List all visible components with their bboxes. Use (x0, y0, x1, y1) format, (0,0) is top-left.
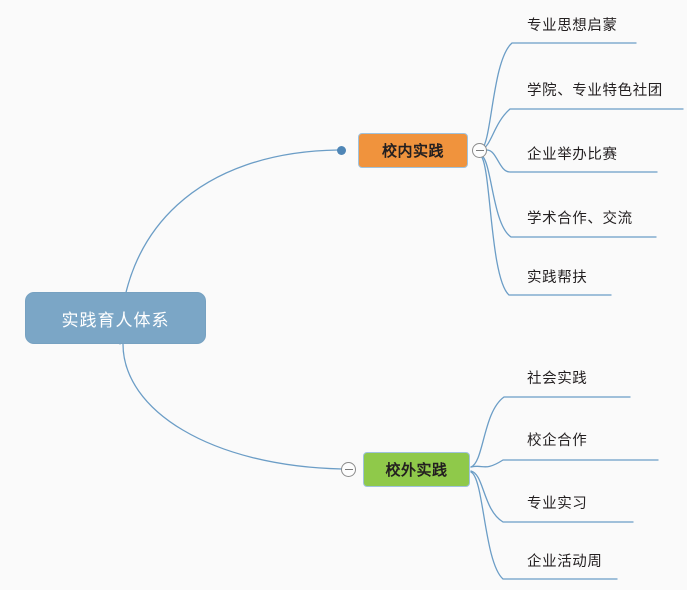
leaf-label-on-campus-2[interactable]: 企业举办比赛 (527, 147, 618, 163)
edge-off-campus-child-1 (470, 459, 659, 468)
topic-node-off-campus[interactable]: 校外实践 (363, 452, 470, 487)
root-node-label: 实践育人体系 (61, 310, 170, 331)
leaf-label-off-campus-1[interactable]: 校企合作 (527, 433, 588, 449)
collapse-toggle-on-campus[interactable] (472, 143, 487, 158)
leaf-label-off-campus-2[interactable]: 专业实习 (527, 496, 588, 512)
leaf-label-on-campus-1[interactable]: 学院、专业特色社团 (527, 83, 663, 99)
leaf-label-on-campus-3[interactable]: 学术合作、交流 (527, 211, 633, 227)
collapse-toggle-off-campus[interactable] (341, 462, 356, 477)
edge-root-to-off-campus (122, 343, 343, 470)
leaf-label-on-campus-0[interactable]: 专业思想启蒙 (527, 18, 618, 34)
edge-endpoint-dot-on-campus (337, 146, 346, 155)
topic-node-on-campus[interactable]: 校内实践 (358, 133, 468, 168)
leaf-label-off-campus-0[interactable]: 社会实践 (527, 371, 588, 387)
leaf-label-on-campus-4[interactable]: 实践帮扶 (527, 270, 588, 286)
topic-node-on-campus-label: 校内实践 (381, 142, 444, 160)
leaf-label-off-campus-3[interactable]: 企业活动周 (527, 554, 603, 570)
root-node[interactable]: 实践育人体系 (25, 292, 206, 344)
topic-node-off-campus-label: 校外实践 (385, 461, 448, 479)
